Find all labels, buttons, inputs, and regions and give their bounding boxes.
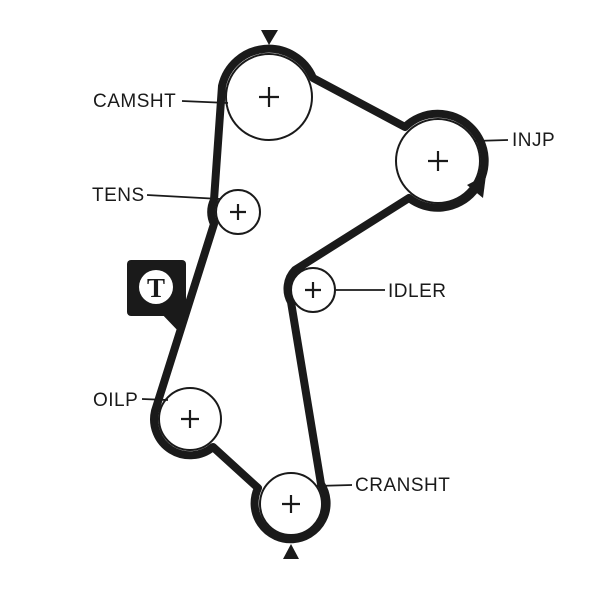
idler-pulley bbox=[290, 267, 336, 313]
oil-pump-leader-line bbox=[141, 398, 169, 401]
injection-pump-label: INJP bbox=[512, 130, 555, 151]
brand-logo-circle bbox=[139, 270, 173, 304]
oil-pump-label: OILP bbox=[93, 390, 138, 411]
camshaft-pulley bbox=[225, 53, 313, 141]
oil-pump-pulley bbox=[158, 387, 222, 451]
crankshaft-leader-line bbox=[315, 484, 353, 487]
tensioner-label: TENS bbox=[92, 185, 145, 206]
idler-label: IDLER bbox=[388, 281, 446, 302]
tensioner-cross-mark bbox=[230, 204, 246, 220]
camshaft-leader-line bbox=[181, 100, 229, 104]
injection-pump-timing-arrow-icon bbox=[467, 175, 486, 198]
crankshaft-cross-mark bbox=[282, 495, 300, 513]
oil-pump-cross-mark bbox=[181, 410, 199, 428]
injection-pump-cross-mark bbox=[428, 151, 448, 171]
injection-pump-leader-line bbox=[473, 139, 509, 142]
camshaft-cross-mark bbox=[259, 87, 279, 107]
brand-logo: T bbox=[127, 260, 186, 334]
tensioner-leader-line bbox=[146, 194, 221, 200]
crankshaft-pulley bbox=[259, 472, 323, 536]
camshaft-timing-arrow-icon bbox=[261, 30, 278, 45]
crankshaft-label: CRANSHT bbox=[355, 475, 450, 496]
crankshaft-timing-arrow-icon bbox=[283, 544, 299, 559]
injection-pump-pulley bbox=[395, 118, 481, 204]
idler-cross-mark bbox=[305, 282, 321, 298]
timing-belt-path bbox=[150, 44, 489, 544]
tensioner-pulley bbox=[215, 189, 261, 235]
camshaft-label: CAMSHT bbox=[93, 91, 176, 112]
brand-logo-letter: T bbox=[147, 273, 165, 303]
